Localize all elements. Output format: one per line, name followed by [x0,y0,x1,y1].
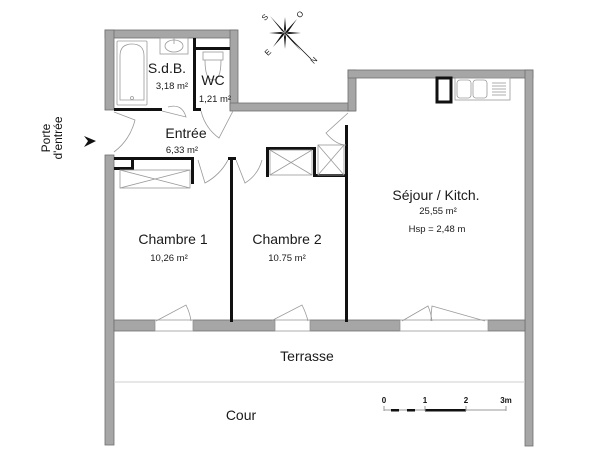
terrace-label: Terrasse [280,348,334,364]
room-area-wc: 1,21 m² [198,94,232,105]
entry-door-label: Porte d'entrée [39,116,65,160]
ceiling-height: Hsp = 2,48 m [408,224,466,235]
entry-label-line-2: d'entrée [51,116,65,160]
terrace-door-swings [155,304,486,322]
scale-tick-0: 0 [381,396,387,405]
exterior-walls [104,29,534,447]
entry-arrow-icon [84,136,96,147]
room-area-sdb: 3,18 m² [155,81,189,92]
room-area-chambre-1: 10,26 m² [150,253,188,264]
toilet [202,51,224,81]
kitchen-counter [435,76,511,104]
scale-bar [383,406,507,412]
room-area-sejour: 25,55 m² [419,206,457,217]
room-label-sejour: Séjour / Kitch. [392,187,480,203]
room-label-chambre-1: Chambre 1 [138,231,208,247]
room-label-wc: WC [201,72,225,88]
bathtub [116,40,148,106]
room-area-entree: 6,33 m² [165,145,199,156]
interior-door-swings [113,105,349,184]
room-label-entree: Entrée [165,125,207,141]
sink [159,37,189,55]
partitions [114,38,348,322]
facade-openings [154,319,489,332]
room-label-sdb: S.d.B. [147,60,187,76]
room-label-chambre-2: Chambre 2 [252,231,322,247]
room-area-chambre-2: 10.75 m² [268,253,306,264]
closets [119,144,345,189]
scale-tick-3m: 3m [500,396,512,405]
scale-tick-1: 1 [422,396,428,405]
scale-tick-2: 2 [463,396,469,405]
court-label: Cour [225,407,257,423]
compass-rose-icon [269,16,312,60]
